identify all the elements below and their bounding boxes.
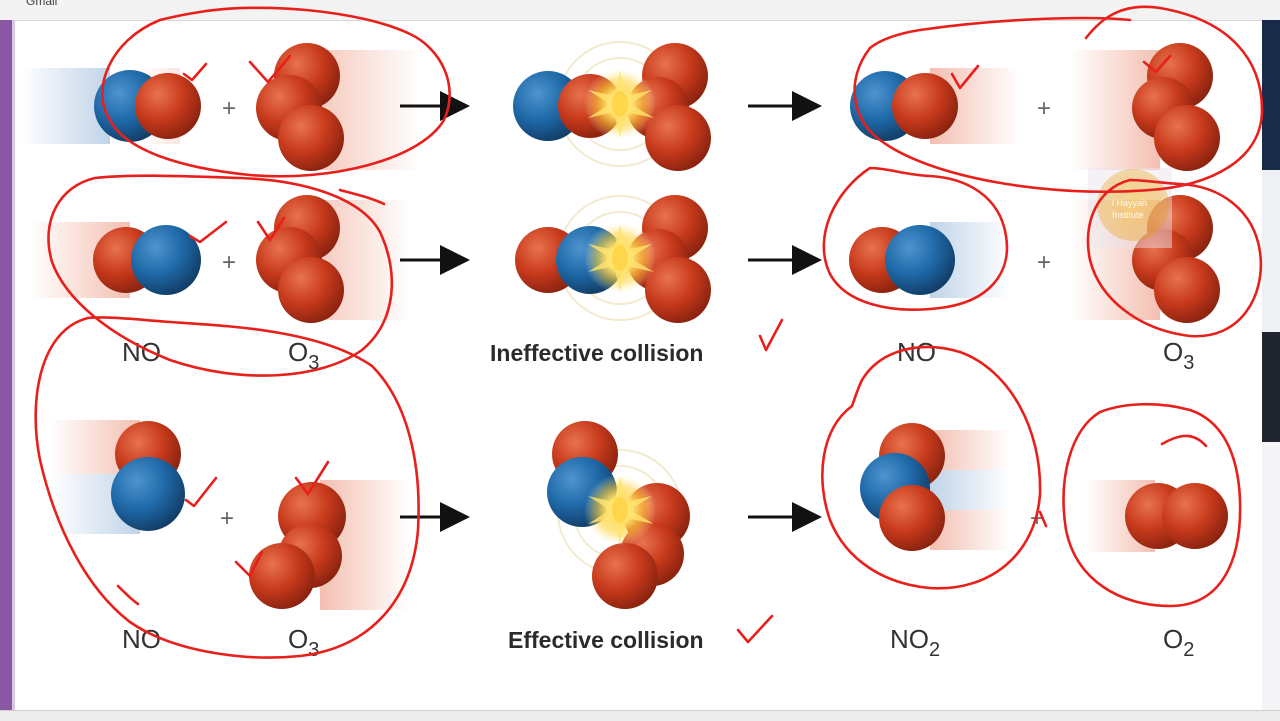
oxygen-atom	[592, 543, 658, 609]
check-mark	[188, 220, 228, 244]
row1-product-o3	[1070, 43, 1220, 171]
ink-circle-row1-products	[853, 5, 1264, 193]
row3-collision	[547, 421, 690, 609]
check-mark	[182, 62, 208, 82]
check-mark	[294, 460, 330, 496]
check-mark	[184, 476, 218, 508]
row3-product-no2-label: NO2	[890, 624, 940, 661]
row1-reactant-o3	[256, 43, 420, 171]
ink-circle-row2-reactants	[47, 174, 394, 377]
left-purple-bar	[0, 20, 12, 710]
ink-circle-row2-no-product	[822, 166, 1009, 311]
row3-reactant-o3	[249, 480, 410, 610]
row1-reactant-no	[20, 68, 201, 144]
nitrogen-atom	[885, 225, 955, 295]
row3-product-o2-label: O2	[1163, 624, 1194, 661]
collision-core	[612, 245, 628, 271]
check-mark	[248, 54, 292, 84]
oxygen-atom	[278, 105, 344, 171]
bottom-strip	[0, 710, 1280, 721]
oxygen-atom	[645, 105, 711, 171]
row2-reactant-no	[30, 222, 201, 298]
row2-product-no	[849, 222, 1010, 298]
ink-circle-row3-reactants	[34, 316, 420, 659]
right-side-panel	[1262, 20, 1280, 710]
row2-product-o3-label: O3	[1163, 337, 1194, 374]
ink-circle-row2-o3-product	[1086, 178, 1263, 338]
check-mark	[234, 550, 264, 578]
oxygen-atom	[278, 257, 344, 323]
row3-product-no2	[860, 423, 1010, 551]
watermark-line2: Institute	[1112, 210, 1144, 220]
plus-sign: +	[220, 505, 234, 532]
collision-core	[612, 497, 628, 523]
left-bar-edge	[12, 20, 15, 710]
nitrogen-atom	[111, 457, 185, 531]
oxygen-atom	[879, 485, 945, 551]
plus-sign: +	[1037, 95, 1051, 122]
ineffective-collision-label: Ineffective collision	[490, 340, 703, 366]
check-mark	[736, 614, 774, 644]
oxygen-atom	[1154, 257, 1220, 323]
row3-reactant-no	[50, 420, 185, 534]
watermark-line1: l Hayyan	[1112, 198, 1147, 208]
check-mark	[256, 216, 286, 242]
effective-collision-label: Effective collision	[508, 627, 704, 653]
plus-sign: +	[222, 95, 236, 122]
check-mark	[758, 318, 784, 352]
oxygen-atom	[1154, 105, 1220, 171]
row1-collision	[513, 41, 711, 171]
collision-core	[612, 91, 628, 117]
check-mark	[1142, 54, 1172, 74]
ink-circle-row3-no2	[821, 345, 1042, 590]
row2-product-no-label: NO	[897, 337, 936, 367]
row2-reactant-no-label: NO	[122, 337, 161, 367]
row2-reactant-o3	[256, 195, 410, 323]
row3-product-o2	[1085, 480, 1228, 552]
row2-reactant-o3-label: O3	[288, 337, 319, 374]
plus-sign: +	[1037, 249, 1051, 276]
nitrogen-atom	[131, 225, 201, 295]
motion-trail	[930, 470, 1010, 510]
plus-sign: +	[222, 249, 236, 276]
tab-title: Gmail	[26, 0, 58, 8]
check-mark	[950, 64, 980, 90]
ink-annotations	[34, 5, 1264, 659]
oxygen-atom	[1162, 483, 1228, 549]
row3-reactant-o3-label: O3	[288, 624, 319, 661]
oxygen-atom	[892, 73, 958, 139]
row1-product-no	[850, 68, 1020, 144]
ink-circle-row1-reactants	[101, 6, 451, 178]
ink-circle-row3-o2	[1062, 402, 1242, 608]
oxygen-atom	[249, 543, 315, 609]
arrow-drag-stroke	[1038, 510, 1048, 528]
oxygen-atom	[645, 257, 711, 323]
row2-collision	[515, 195, 711, 323]
browser-top-strip: Gmail	[0, 0, 1280, 21]
oxygen-atom	[135, 73, 201, 139]
